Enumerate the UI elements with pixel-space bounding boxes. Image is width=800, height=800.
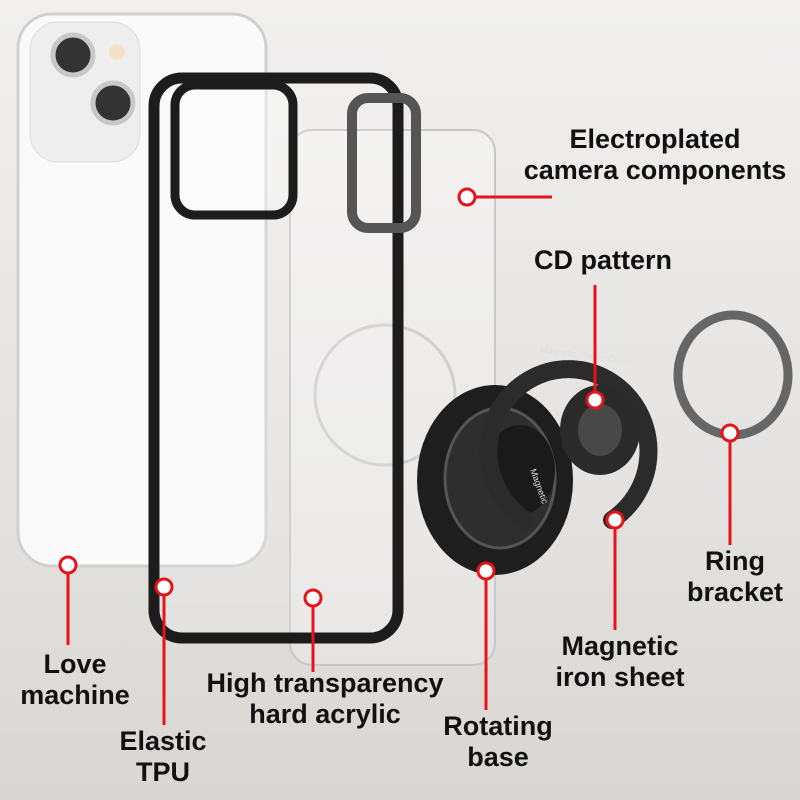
label-line: TPU (136, 757, 190, 787)
label-line: base (467, 742, 529, 772)
label-line: camera components (523, 155, 787, 185)
label-line: Love (43, 649, 107, 679)
camera-lens-icon (90, 80, 136, 126)
label-line: Elastic (119, 726, 207, 756)
label-line: bracket (686, 577, 784, 607)
label-line: Electroplated (569, 124, 741, 154)
callouts (58, 187, 740, 725)
ring-bracket (673, 310, 793, 440)
label-line: Ring (705, 546, 765, 576)
label-line: CD pattern (533, 245, 673, 275)
label-line: High transparency (206, 668, 444, 698)
label-line: Rotating (443, 711, 553, 741)
label-cd-pattern: CD pattern (534, 245, 672, 276)
camera-ring (347, 93, 421, 233)
label-line: Magnetic (561, 631, 679, 661)
label-line: iron sheet (555, 662, 685, 692)
phone-back (16, 12, 268, 568)
label-line: machine (20, 680, 130, 710)
tpu-frame (148, 72, 404, 644)
label-line: hard acrylic (249, 699, 401, 729)
camera-lens-icon (50, 32, 96, 78)
